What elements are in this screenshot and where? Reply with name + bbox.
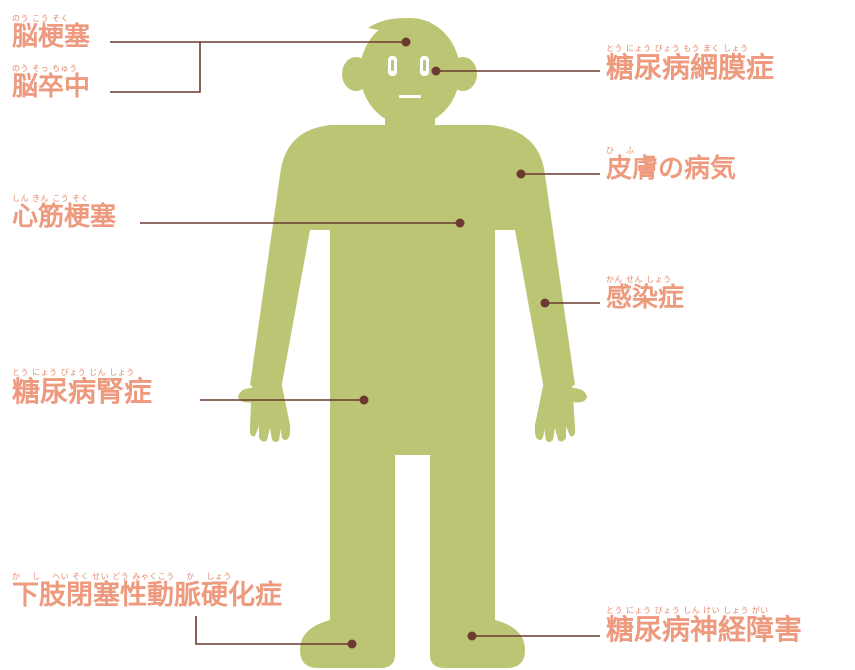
label-brain-infarction: のう こう そく 脳梗塞	[12, 14, 90, 50]
leader-stroke	[110, 42, 201, 93]
right-eye-pupil	[423, 60, 426, 71]
left-eye-pupil	[391, 60, 394, 71]
text-nephropathy: 糖尿病腎症	[12, 375, 153, 408]
label-pad: か し へい そく せい どう みゃくこう か しょう 下肢閉塞性動脈硬化症	[12, 572, 282, 609]
ruby-myocardial-infarction: しん きん こう そく	[12, 194, 90, 203]
right-thumb	[571, 388, 587, 403]
ruby-brain-infarction: のう こう そく	[12, 14, 70, 23]
dot-shoulder	[516, 169, 526, 179]
dot-arm	[540, 298, 550, 308]
label-infection: かん せん しょう 感染症	[606, 275, 684, 311]
ruby-infection: かん せん しょう	[606, 275, 672, 284]
dot-left-foot	[347, 639, 357, 649]
dot-head	[401, 37, 411, 47]
text-myocardial-infarction: 心筋梗塞	[12, 202, 117, 232]
ruby-skin-disease: ひ ふ	[606, 146, 635, 155]
leader-lines	[110, 41, 600, 645]
text-neuropathy: 糖尿病神経障害	[606, 613, 803, 646]
dot-eye	[431, 66, 441, 76]
text-infection: 感染症	[606, 283, 685, 313]
dot-abdomen	[359, 395, 369, 405]
ruby-retinopathy: とう にょう びょう もう まく しょう	[606, 44, 749, 53]
ruby-nephropathy: とう にょう びょう じん しょう	[12, 368, 135, 377]
head	[360, 18, 460, 126]
text-pad: 下肢閉塞性動脈硬化症	[12, 580, 282, 611]
label-stroke: のう そっ ちゅう 脳卒中	[12, 64, 90, 100]
dot-right-foot	[467, 631, 477, 641]
right-hand	[534, 380, 576, 442]
left-foot	[300, 595, 395, 668]
text-stroke: 脳卒中	[12, 72, 91, 102]
text-skin-disease: 皮膚の病気	[606, 154, 737, 184]
right-foot	[430, 595, 525, 668]
dot-chest	[455, 218, 465, 228]
text-brain-infarction: 脳梗塞	[12, 22, 91, 52]
ruby-stroke: のう そっ ちゅう	[12, 64, 78, 73]
mouth	[399, 95, 421, 98]
torso	[250, 125, 575, 620]
label-retinopathy: とう にょう びょう もう まく しょう 糖尿病網膜症	[606, 44, 774, 82]
left-hand	[249, 380, 291, 442]
left-thumb	[238, 388, 254, 403]
ruby-neuropathy: とう にょう びょう しん けい しょう がい	[606, 606, 769, 615]
label-myocardial-infarction: しん きん こう そく 心筋梗塞	[12, 194, 116, 230]
label-skin-disease: ひ ふ 皮膚の病気	[606, 146, 736, 182]
leader-dots	[347, 37, 550, 649]
label-nephropathy: とう にょう びょう じん しょう 糖尿病腎症	[12, 368, 152, 406]
leader-pad	[195, 616, 352, 645]
ruby-pad: か し へい そく せい どう みゃくこう か しょう	[12, 572, 232, 581]
label-neuropathy: とう にょう びょう しん けい しょう がい 糖尿病神経障害	[606, 606, 802, 644]
text-retinopathy: 糖尿病網膜症	[606, 51, 775, 84]
